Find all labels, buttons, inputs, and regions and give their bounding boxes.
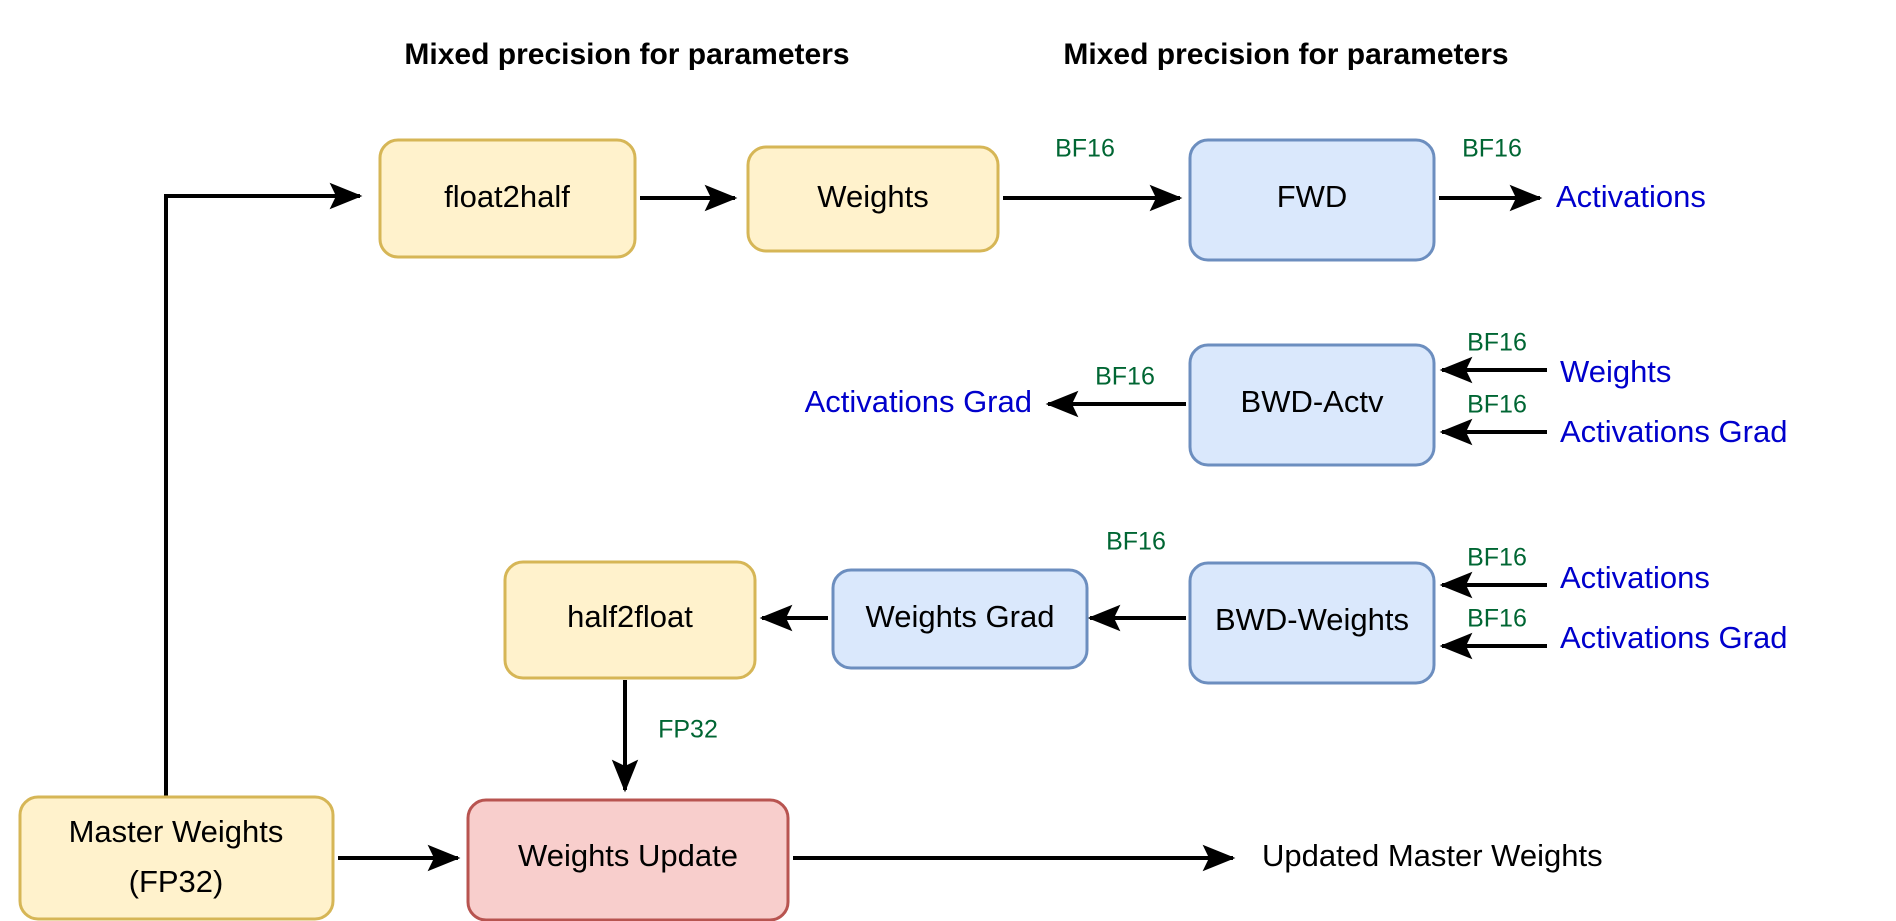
label-activations-fwd-output: Activations	[1556, 179, 1706, 214]
edge-label-weights-to-fwd: BF16	[1055, 135, 1115, 163]
edge-label-fwd-to-activations: BF16	[1462, 135, 1522, 163]
node-bwd-actv-label: BWD-Actv	[1241, 384, 1384, 419]
node-float2half-label: float2half	[444, 179, 570, 214]
node-master-weights[interactable]	[18, 795, 335, 921]
label-updated-master-weights: Updated Master Weights	[1262, 838, 1603, 873]
node-half2float-label: half2float	[567, 599, 693, 634]
edge-label-bwd-weights-to-weights-grad: BF16	[1106, 528, 1166, 556]
section-title-left: Mixed precision for parameters	[404, 38, 849, 71]
node-fwd-label: FWD	[1277, 179, 1348, 214]
node-weights-grad-label: Weights Grad	[866, 599, 1055, 634]
node-master-weights-label-line2: (FP32)	[129, 864, 224, 899]
label-activations-grad-output: Activations Grad	[805, 384, 1032, 419]
edge-label-bwd-actv-to-activations-grad: BF16	[1095, 363, 1155, 391]
node-float2half[interactable]	[378, 138, 637, 259]
edge-label-half2float-to-weights-update: FP32	[658, 716, 718, 744]
node-bwd-actv[interactable]	[1188, 343, 1436, 467]
label-activations-grad-into-bwd-actv: Activations Grad	[1560, 414, 1787, 449]
node-fwd[interactable]	[1188, 138, 1436, 262]
node-weights-label: Weights	[817, 179, 928, 214]
label-activations-grad-into-bwd-weights: Activations Grad	[1560, 620, 1787, 655]
edge-label-activations-grad-to-bwd-actv: BF16	[1467, 391, 1527, 419]
node-bwd-weights-label: BWD-Weights	[1215, 602, 1409, 637]
node-half2float[interactable]	[503, 560, 757, 680]
node-weights-update[interactable]	[466, 798, 790, 921]
edge-label-weights-to-bwd-actv: BF16	[1467, 329, 1527, 357]
node-master-weights-label-line1: Master Weights	[69, 814, 284, 849]
node-weights[interactable]	[746, 145, 1000, 253]
label-weights-into-bwd-actv: Weights	[1560, 354, 1671, 389]
label-activations-into-bwd-weights: Activations	[1560, 560, 1710, 595]
edge-master-weights-to-float2half	[164, 182, 363, 858]
node-bwd-weights[interactable]	[1188, 561, 1436, 685]
section-title-right: Mixed precision for parameters	[1063, 38, 1508, 71]
node-weights-grad[interactable]	[831, 568, 1089, 670]
edge-label-activations-to-bwd-weights: BF16	[1467, 544, 1527, 572]
edge-label-activations-grad-to-bwd-weights: BF16	[1467, 605, 1527, 633]
node-weights-update-label: Weights Update	[518, 838, 738, 873]
